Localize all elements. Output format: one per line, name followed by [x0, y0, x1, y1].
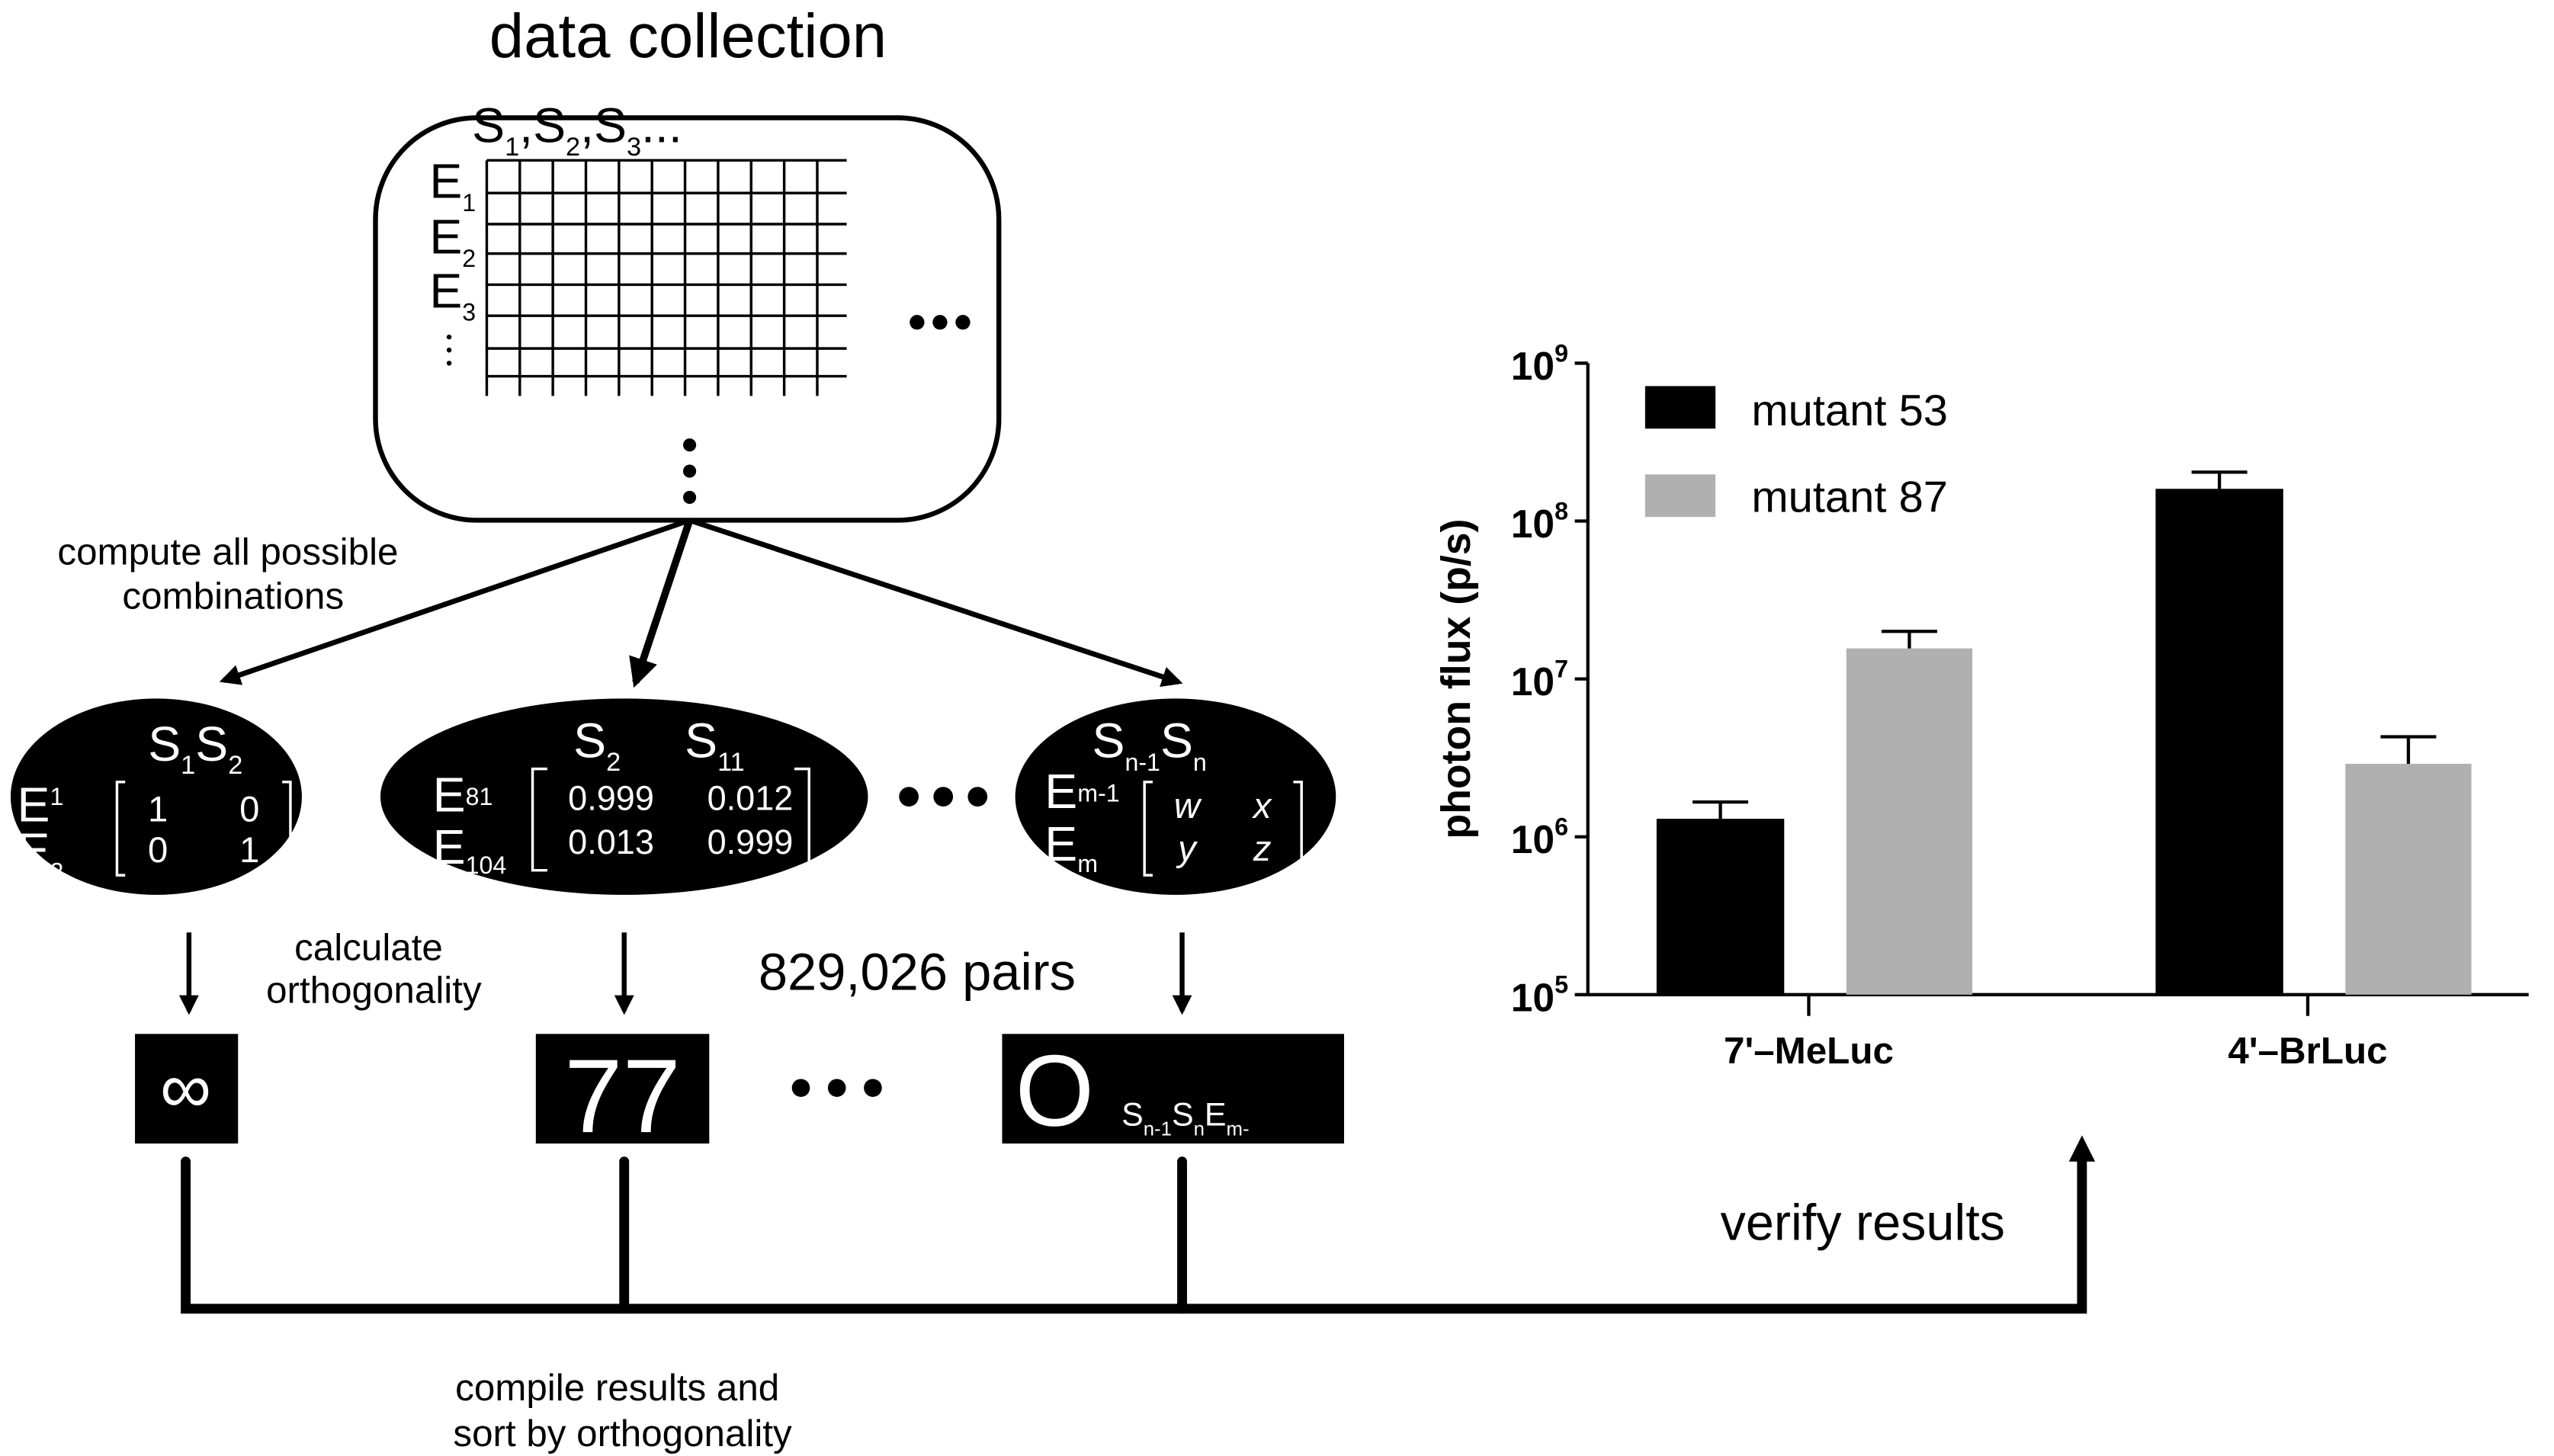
horizontal-ellipsis-icon: [910, 315, 971, 330]
data-collection-title: data collection: [489, 2, 887, 71]
error-bar: [2191, 470, 2248, 489]
svg-text:E81: E81: [433, 767, 493, 822]
ellipsis-icon: [899, 787, 988, 807]
compute-label: compute all possible combinations: [57, 531, 409, 617]
data-grid: [485, 159, 847, 396]
legend-label: mutant 53: [1751, 386, 1948, 435]
bar: [1846, 648, 1973, 995]
bar: [2155, 489, 2283, 995]
vertical-dots-icon: [682, 438, 697, 504]
x-tick-label: 4'–BrLuc: [2228, 1030, 2387, 1072]
orthogonality-arrows: [178, 932, 1192, 1015]
y-tick-label: 106: [1511, 813, 1568, 862]
svg-text:Sn-1SnEm-: Sn-1SnEm-: [1121, 1096, 1249, 1140]
svg-text:wx: wx: [1174, 786, 1272, 826]
legend-label: mutant 87: [1751, 473, 1948, 522]
pairs-count: 829,026 pairs: [759, 942, 1076, 1001]
svg-text:10: 10: [148, 789, 259, 829]
svg-text:Em-1: Em-1: [1044, 764, 1119, 819]
error-bar: [1693, 800, 1749, 819]
x-tick-label: 7'–MeLuc: [1724, 1030, 1894, 1072]
svg-text:∞: ∞: [160, 1048, 211, 1128]
y-tick-label: 109: [1511, 339, 1568, 388]
svg-text:E104: E104: [433, 819, 507, 879]
svg-text:O: O: [1016, 1034, 1094, 1147]
svg-text:E1: E1: [18, 777, 64, 832]
svg-text:01: 01: [148, 830, 259, 871]
y-tick-label: 108: [1511, 497, 1568, 546]
photon-flux-chart: photon flux (p/s) 7'–MeLuc 4'–BrLuc muta…: [1433, 339, 2529, 1072]
verify-arrow-head-icon: [2068, 1135, 2096, 1162]
sample-header: S1,S2,S3...: [472, 98, 682, 162]
compile-label: compile results and sort by orthogonalit…: [453, 1367, 792, 1454]
svg-text:E2: E2: [429, 210, 476, 272]
combination-arrows: [219, 518, 1183, 688]
svg-text:Sn-1Sn: Sn-1Sn: [1092, 714, 1206, 776]
calculate-label: calculate orthogonality: [266, 927, 482, 1012]
error-bar: [2380, 735, 2437, 764]
verify-label: verify results: [1721, 1195, 2005, 1252]
legend-swatch-mutant-53: [1644, 386, 1716, 429]
svg-text:Em: Em: [1044, 816, 1098, 877]
ellipsis-icon: [791, 1079, 882, 1097]
svg-text:S11: S11: [685, 714, 745, 777]
svg-text:yz: yz: [1176, 829, 1271, 869]
bar: [2345, 763, 2472, 995]
legend-swatch-mutant-87: [1644, 474, 1716, 518]
svg-text:E3: E3: [429, 263, 476, 326]
svg-text:E1: E1: [429, 154, 476, 216]
svg-text:S1S2: S1S2: [148, 717, 242, 780]
svg-text:E2: E2: [18, 823, 64, 885]
score-box-2: 77: [535, 1034, 710, 1155]
compile-connector: [181, 1156, 2087, 1314]
svg-text:S2: S2: [573, 714, 621, 777]
vertical-ellipsis-icon: [446, 334, 452, 366]
y-tick-label: 107: [1511, 655, 1568, 704]
score-box-3: O Sn-1SnEm-: [1002, 1034, 1344, 1147]
y-tick-label: 105: [1511, 971, 1568, 1020]
y-axis-label: photon flux (p/s): [1433, 519, 1479, 839]
experiment-labels: E1 E2 E3: [429, 154, 476, 326]
bar: [1656, 819, 1785, 995]
svg-text:77: 77: [564, 1038, 681, 1155]
legend: mutant 53 mutant 87: [1644, 386, 1948, 522]
error-bar: [1881, 630, 1937, 649]
score-box-1: ∞: [135, 1034, 239, 1144]
